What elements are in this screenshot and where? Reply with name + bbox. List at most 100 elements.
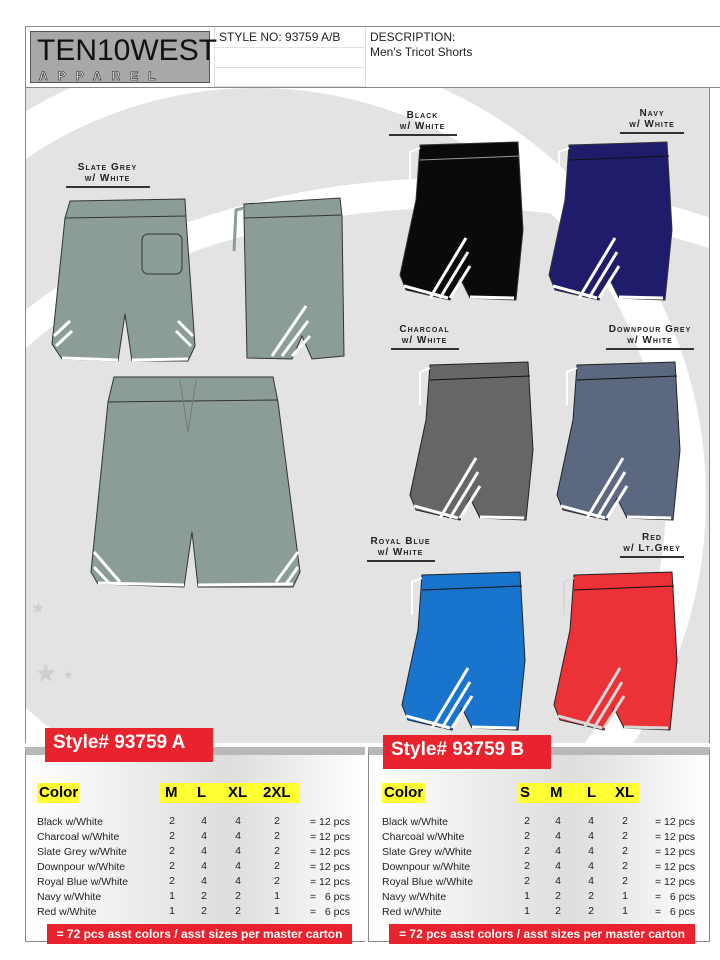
row-qty: 2 [274, 845, 280, 857]
size-a-3: 2XL [263, 784, 291, 801]
row-total: = 12 pcs [655, 831, 695, 843]
row-qty: 4 [235, 830, 241, 842]
row-color-label: Black w/White [37, 816, 103, 828]
row-total: = 6 pcs [655, 906, 695, 918]
row-qty: 1 [274, 890, 280, 902]
row-total: = 12 pcs [310, 816, 350, 828]
description-label: DESCRIPTION: [370, 30, 456, 44]
size-a-2: XL [228, 784, 248, 801]
short-slate-grey-front [90, 376, 301, 588]
row-total: = 6 pcs [655, 891, 695, 903]
description-cell: DESCRIPTION: Men's Tricot Shorts [366, 27, 476, 87]
row-qty: 2 [274, 875, 280, 887]
row-qty: 2 [524, 860, 530, 872]
row-total: = 12 pcs [310, 831, 350, 843]
row-qty: 2 [588, 905, 594, 917]
style-number: STYLE NO: 93759 A/B [215, 27, 365, 48]
row-color-label: Charcoal w/White [382, 831, 465, 843]
row-total: = 12 pcs [655, 816, 695, 828]
size-b-2: L [587, 784, 597, 801]
logo-subtitle: APPAREL [39, 69, 166, 84]
row-qty: 4 [201, 860, 207, 872]
star-icon: ★ [34, 658, 58, 688]
row-color-label: Red w/White [382, 906, 442, 918]
row-qty: 2 [274, 860, 280, 872]
row-qty: 2 [622, 860, 628, 872]
row-qty: 2 [622, 815, 628, 827]
row-total: = 12 pcs [655, 876, 695, 888]
row-qty: 4 [201, 815, 207, 827]
row-qty: 2 [588, 890, 594, 902]
short-slate-grey-back [51, 198, 196, 362]
short-navy [548, 141, 673, 301]
row-qty: 1 [169, 905, 175, 917]
style-a-footer: = 72 pcs asst colors / asst sizes per ma… [47, 924, 352, 944]
style-b-footer: = 72 pcs asst colors / asst sizes per ma… [389, 924, 695, 944]
row-qty: 2 [622, 830, 628, 842]
short-royal-blue [401, 571, 526, 731]
row-color-label: Navy w/White [382, 891, 447, 903]
row-qty: 4 [588, 845, 594, 857]
row-qty: 2 [201, 890, 207, 902]
row-color-label: Downpour w/White [37, 861, 126, 873]
row-color-label: Red w/White [37, 906, 97, 918]
row-total: = 6 pcs [310, 906, 350, 918]
logo-wordmark: TEN10WEST [37, 34, 218, 67]
row-qty: 2 [622, 845, 628, 857]
size-a-0: M [165, 784, 178, 801]
row-qty: 2 [524, 815, 530, 827]
short-black [399, 141, 524, 301]
row-qty: 1 [622, 890, 628, 902]
description-value: Men's Tricot Shorts [370, 45, 473, 59]
row-total: = 12 pcs [655, 846, 695, 858]
row-color-label: Navy w/White [37, 891, 102, 903]
row-qty: 1 [169, 890, 175, 902]
row-qty: 1 [274, 905, 280, 917]
short-red [553, 571, 678, 731]
row-qty: 2 [274, 815, 280, 827]
row-qty: 2 [169, 845, 175, 857]
row-qty: 2 [169, 860, 175, 872]
row-qty: 2 [555, 890, 561, 902]
row-qty: 2 [201, 905, 207, 917]
row-total: = 12 pcs [310, 876, 350, 888]
short-charcoal [409, 361, 534, 521]
star-icon: ★ [31, 600, 46, 617]
brand-logo: TEN10WEST APPAREL [30, 31, 217, 84]
row-qty: 2 [169, 830, 175, 842]
row-color-label: Charcoal w/White [37, 831, 120, 843]
row-qty: 2 [235, 890, 241, 902]
short-downpour-grey [556, 361, 681, 521]
row-qty: 2 [235, 905, 241, 917]
row-qty: 4 [588, 815, 594, 827]
row-color-label: Black w/White [382, 816, 448, 828]
row-qty: 4 [588, 875, 594, 887]
size-a-1: L [197, 784, 207, 801]
row-qty: 4 [201, 875, 207, 887]
row-qty: 1 [524, 905, 530, 917]
row-qty: 4 [555, 830, 561, 842]
row-qty: 2 [524, 875, 530, 887]
row-total: = 12 pcs [310, 861, 350, 873]
row-qty: 4 [235, 875, 241, 887]
row-total: = 12 pcs [310, 846, 350, 858]
row-qty: 4 [555, 815, 561, 827]
row-qty: 2 [524, 830, 530, 842]
spec-header: TEN10WEST APPAREL STYLE NO: 93759 A/B DE… [25, 26, 720, 88]
row-total: = 12 pcs [655, 861, 695, 873]
star-icon: ★ [63, 668, 74, 682]
blank-row [215, 48, 365, 68]
row-qty: 2 [524, 845, 530, 857]
row-qty: 2 [169, 875, 175, 887]
row-qty: 1 [622, 905, 628, 917]
row-qty: 2 [622, 875, 628, 887]
row-qty: 4 [588, 860, 594, 872]
row-qty: 4 [235, 815, 241, 827]
row-qty: 4 [555, 845, 561, 857]
short-slate-grey-side [232, 197, 345, 360]
